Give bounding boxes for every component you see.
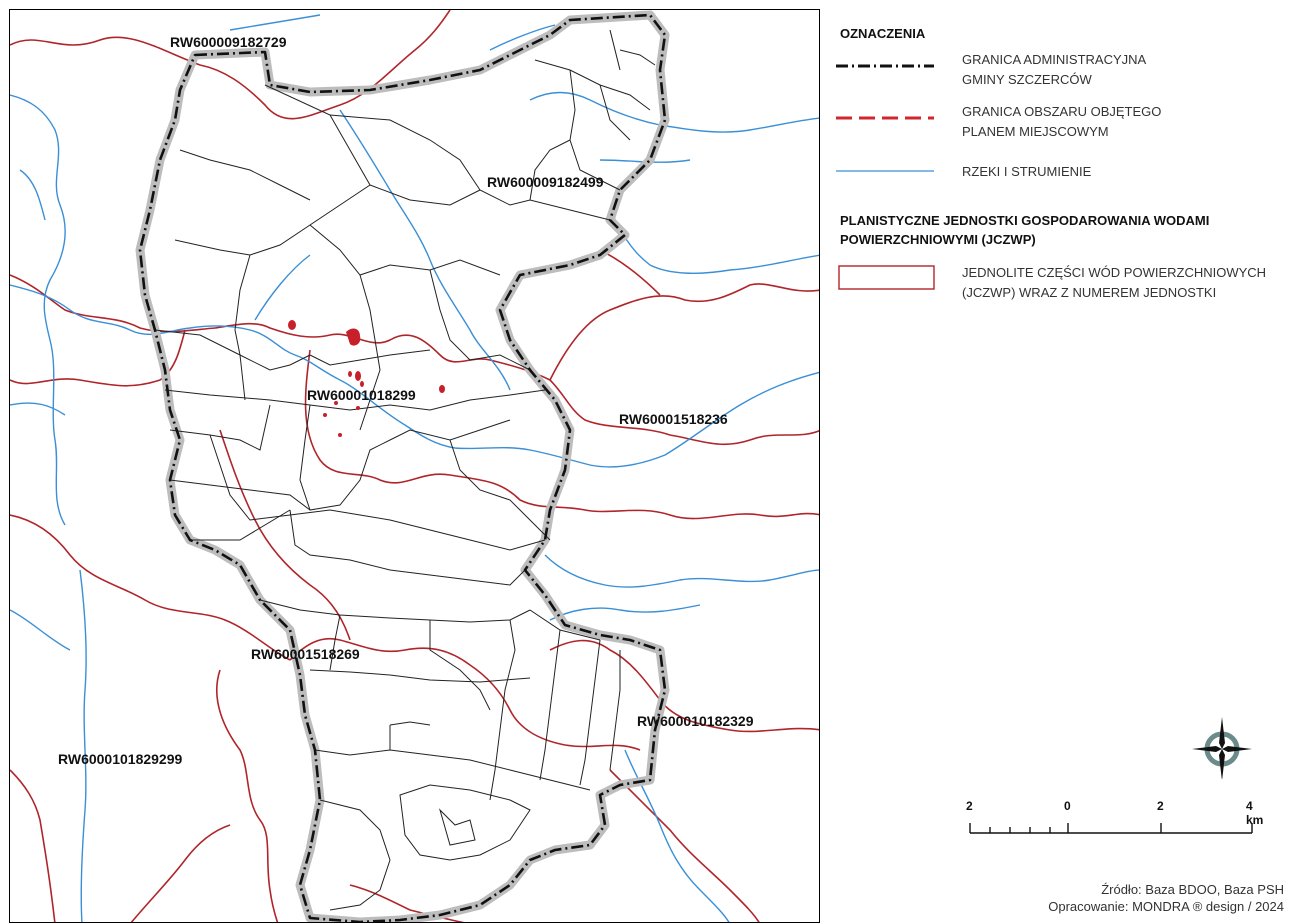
precinct-boundaries bbox=[154, 29, 656, 911]
unit-label: RW600009182499 bbox=[487, 174, 604, 190]
unit-label: RW60001018299 bbox=[307, 387, 416, 403]
unit-label: RW6000101829299 bbox=[58, 751, 183, 767]
municipality-halo bbox=[135, 10, 670, 922]
legend-item-plan-area-line1: GRANICA OBSZARU OBJĘTEGO bbox=[962, 104, 1162, 119]
source-line: Źródło: Baza BDOO, Baza PSH bbox=[1101, 882, 1284, 897]
jczwp-section-title-line2: POWIERZCHNIOWYMI (JCZWP) bbox=[840, 232, 1036, 247]
jczwp-labels: RW600009182729 RW600009182499 RW60001018… bbox=[58, 34, 754, 767]
scale-label: 2 bbox=[966, 799, 973, 813]
legend-item-plan-area-line2: PLANEM MIEJSCOWYM bbox=[962, 124, 1109, 139]
plan-area-boundary-legend-icon bbox=[836, 116, 934, 120]
legend-item-admin-boundary-line2: GMINY SZCZERCÓW bbox=[962, 72, 1092, 87]
legend-item-rivers: RZEKI I STRUMIENIE bbox=[962, 164, 1092, 179]
legend-panel: OZNACZENIA GRANICA ADMINISTRACYJNA GMINY… bbox=[820, 9, 1296, 923]
local-plan-areas bbox=[288, 320, 445, 437]
scale-label: 4 km bbox=[1246, 799, 1264, 827]
jczwp-section-title-line1: PLANISTYCZNE JEDNOSTKI GOSPODAROWANIA WO… bbox=[840, 213, 1210, 228]
legend-item-admin-boundary-line1: GRANICA ADMINISTRACYJNA bbox=[962, 52, 1147, 67]
unit-label: RW600009182729 bbox=[170, 34, 287, 50]
unit-label: RW600010182329 bbox=[637, 713, 754, 729]
legend-item-jczwp-line1: JEDNOLITE CZĘŚCI WÓD POWIERZCHNIOWYCH bbox=[962, 265, 1267, 280]
jczwp-boundaries bbox=[10, 10, 819, 922]
north-arrow-compass-icon bbox=[1192, 717, 1252, 779]
municipality-boundary bbox=[138, 13, 667, 922]
legend-title: OZNACZENIA bbox=[840, 26, 926, 41]
scale-bar: 2 0 2 4 km bbox=[960, 799, 1264, 849]
admin-boundary-legend-icon bbox=[836, 64, 934, 68]
jczwp-legend-icon bbox=[838, 265, 935, 290]
map-canvas: RW600009182729 RW600009182499 RW60001018… bbox=[10, 10, 819, 922]
source-credits: Źródło: Baza BDOO, Baza PSH Opracowanie:… bbox=[1048, 881, 1284, 915]
legend-item-jczwp-line2: (JCZWP) WRAZ Z NUMEREM JEDNOSTKI bbox=[962, 285, 1217, 300]
rivers bbox=[10, 14, 819, 922]
scale-label: 2 bbox=[1157, 799, 1164, 813]
credits-line: Opracowanie: MONDRA ® design / 2024 bbox=[1048, 899, 1284, 914]
scale-label: 0 bbox=[1064, 799, 1071, 813]
unit-label: RW60001518269 bbox=[251, 646, 360, 662]
scale-ticks bbox=[969, 823, 1253, 834]
unit-label: RW60001518236 bbox=[619, 411, 728, 427]
map-panel: RW600009182729 RW600009182499 RW60001018… bbox=[9, 9, 820, 923]
river-legend-icon bbox=[836, 170, 934, 172]
